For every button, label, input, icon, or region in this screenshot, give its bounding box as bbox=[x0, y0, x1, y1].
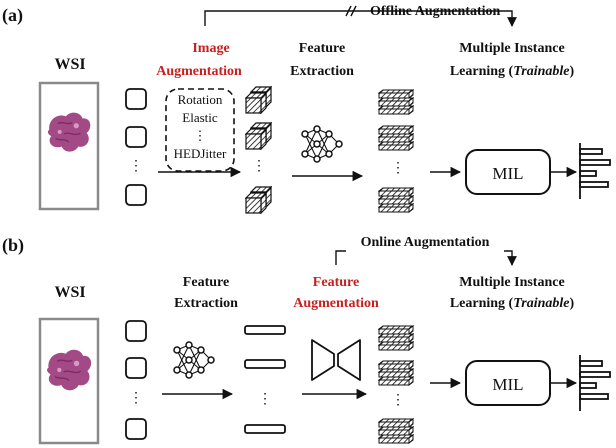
feature-vector-bar bbox=[378, 187, 414, 197]
patch bbox=[125, 126, 147, 148]
feature-vector-bar bbox=[378, 203, 414, 213]
feature-extraction-label-1: Feature bbox=[299, 41, 345, 56]
online-augmentation-label: Online Augmentation bbox=[361, 235, 490, 250]
patch-column: ⋮ bbox=[125, 320, 147, 440]
patch-ellipsis: ⋮ bbox=[129, 391, 143, 406]
mil-label-1: Multiple Instance bbox=[459, 41, 564, 56]
output-histogram-icon bbox=[579, 354, 611, 412]
mil-box-label: MIL bbox=[492, 164, 523, 183]
panel-b: (b) Online Augmentation WSI ⋮ Feature Ex… bbox=[2, 235, 611, 445]
aug-elastic: Elastic bbox=[182, 110, 218, 125]
feature-vector-bar bbox=[378, 141, 414, 151]
aug-rotation: Rotation bbox=[178, 92, 223, 107]
feature-vector-ellipsis: ⋮ bbox=[258, 392, 272, 407]
feature-bar-stack: ⋮ bbox=[378, 325, 414, 444]
wsi-label: WSI bbox=[54, 284, 85, 301]
aug-ellipsis: ⋮ bbox=[194, 128, 207, 143]
panel-a-label: (a) bbox=[2, 5, 23, 26]
feature-vector-bar bbox=[378, 368, 414, 378]
feature-vector bbox=[244, 424, 286, 434]
feature-vector-bar bbox=[378, 341, 414, 351]
offline-augmentation-arc bbox=[204, 10, 517, 27]
feature-augmentation-label-1: Feature bbox=[313, 275, 359, 290]
panel-b-label: (b) bbox=[2, 235, 24, 256]
feature-vector-bar bbox=[378, 89, 414, 99]
neural-network-icon bbox=[301, 125, 343, 163]
break-mark bbox=[345, 5, 357, 17]
wsi-tissue-image bbox=[47, 111, 91, 153]
feature-vector-bar bbox=[378, 376, 414, 386]
feature-vector-bar bbox=[378, 360, 414, 370]
mil-label-2: Learning (Trainable) bbox=[450, 64, 575, 79]
panel-a: (a) Offline Augmentation WSI ⋮ Image Aug… bbox=[2, 3, 611, 214]
output-histogram-icon bbox=[579, 142, 611, 200]
aug-hedjitter: HEDJitter bbox=[174, 146, 227, 161]
feature-vector-column: ⋮ bbox=[244, 325, 286, 434]
feature-extraction-label-2: Extraction bbox=[174, 296, 238, 311]
feature-extraction-label-2: Extraction bbox=[290, 64, 354, 79]
cube-ellipsis: ⋮ bbox=[252, 159, 266, 174]
feature-vector-bar bbox=[378, 133, 414, 143]
feature-vector-bar bbox=[378, 105, 414, 115]
neural-network-icon bbox=[173, 341, 215, 379]
feature-vector bbox=[244, 359, 286, 369]
feature-vector-bar bbox=[378, 434, 414, 444]
feature-vector-bar bbox=[378, 325, 414, 335]
feature-vector bbox=[244, 325, 286, 335]
augmented-patch-cube bbox=[245, 92, 267, 114]
feature-vector-bar bbox=[378, 97, 414, 107]
augmented-patch-stack: ⋮ bbox=[245, 86, 272, 214]
patch-column: ⋮ bbox=[125, 88, 147, 206]
patch bbox=[125, 418, 147, 440]
feature-bar-stack: ⋮ bbox=[378, 89, 414, 213]
feature-vector-bar bbox=[378, 195, 414, 205]
mil-box-label: MIL bbox=[492, 375, 523, 394]
feature-augmentation-label-2: Augmentation bbox=[293, 296, 379, 311]
patch bbox=[125, 184, 147, 206]
augmented-patch-cube bbox=[245, 192, 267, 214]
feature-vector-bar bbox=[378, 333, 414, 343]
wsi-label: WSI bbox=[54, 56, 85, 73]
feature-vector-bar bbox=[378, 426, 414, 436]
image-augmentation-label-2: Augmentation bbox=[156, 64, 242, 79]
autoencoder-icon bbox=[311, 339, 361, 381]
feature-vector-bar bbox=[378, 418, 414, 428]
feature-extraction-label-1: Feature bbox=[183, 275, 229, 290]
patch bbox=[125, 88, 147, 110]
augmented-patch-cube bbox=[245, 128, 267, 150]
patch bbox=[125, 320, 147, 342]
mil-label-1: Multiple Instance bbox=[459, 275, 564, 290]
patch-ellipsis: ⋮ bbox=[129, 159, 143, 174]
patch bbox=[125, 357, 147, 379]
feature-bar-ellipsis: ⋮ bbox=[391, 161, 405, 176]
mil-label-2: Learning (Trainable) bbox=[450, 296, 575, 311]
augmentation-list-box bbox=[165, 88, 235, 172]
feature-vector-bar bbox=[378, 125, 414, 135]
feature-bar-ellipsis: ⋮ bbox=[391, 393, 405, 408]
offline-augmentation-label: Offline Augmentation bbox=[370, 4, 500, 19]
image-augmentation-label-1: Image bbox=[192, 41, 229, 56]
wsi-tissue-image bbox=[46, 349, 92, 392]
